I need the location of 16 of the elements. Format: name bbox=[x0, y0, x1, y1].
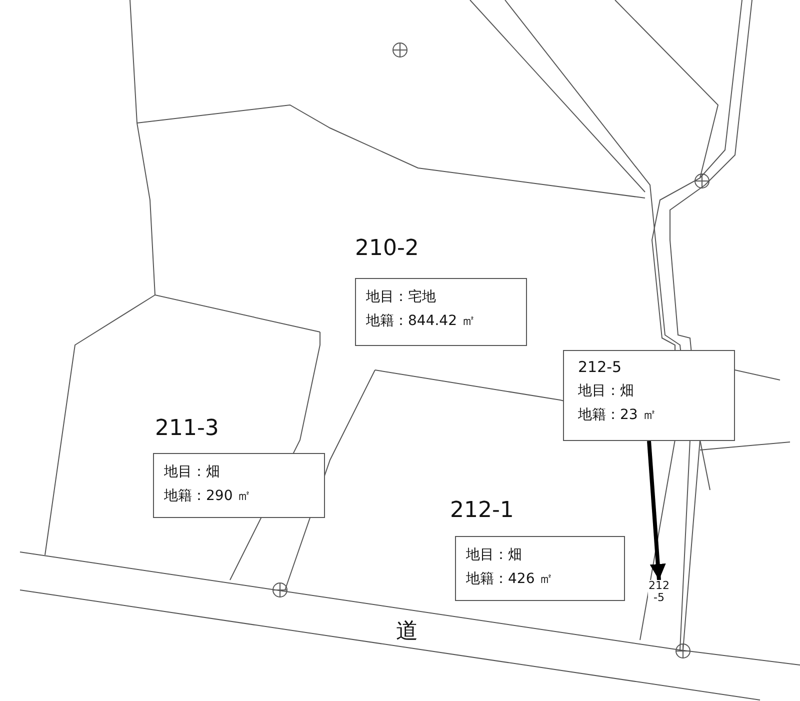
parcel-number: 212-5 bbox=[578, 357, 623, 378]
parcel-number: 212 -5 bbox=[648, 580, 670, 604]
info-box bbox=[563, 350, 735, 441]
parcel-info-text: 地目：畑 bbox=[466, 546, 523, 565]
parcel-info-text: 地目：宅地 bbox=[366, 288, 437, 307]
parcel-number: 210-2 bbox=[355, 236, 419, 262]
parcel-info-text: 地目：畑 bbox=[164, 463, 221, 482]
parcel-number: 211-3 bbox=[155, 416, 219, 442]
parcel-info-text: 地籍：844.42 ㎡ bbox=[366, 312, 476, 331]
parcel-number: 212-1 bbox=[450, 498, 514, 524]
parcel-info-text: 地籍：290 ㎡ bbox=[164, 487, 252, 506]
parcel-info-text: 地籍：426 ㎡ bbox=[466, 570, 554, 589]
parcel-info-text: 地目：畑 bbox=[578, 382, 635, 401]
arrow bbox=[647, 440, 666, 580]
parcel-info-text: 地籍：23 ㎡ bbox=[578, 406, 658, 425]
road-label: 道 bbox=[396, 619, 418, 645]
